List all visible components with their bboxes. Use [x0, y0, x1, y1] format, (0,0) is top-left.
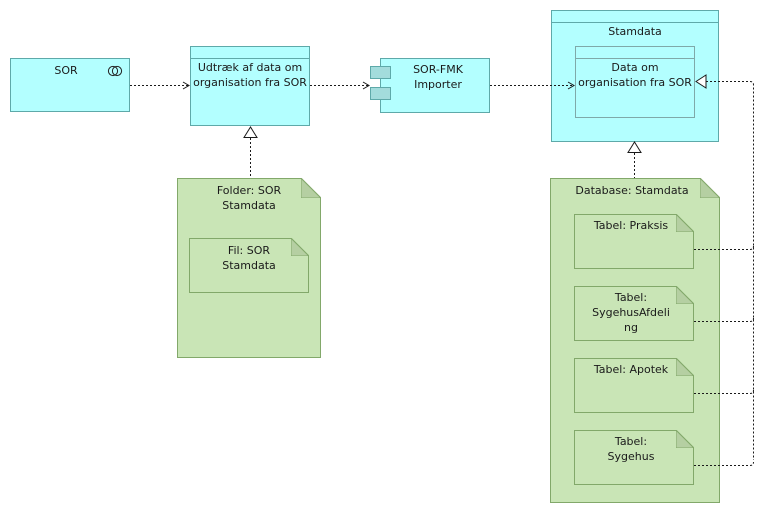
arrowhead-icon	[182, 81, 190, 90]
sor-label: SOR	[54, 64, 78, 77]
realization-triangle-icon	[627, 141, 642, 153]
table-praksis-node[interactable]: Tabel: Praksis	[574, 214, 694, 269]
application-collaboration-icon	[107, 65, 123, 77]
extract-label: Udtræk af data om organisation fra SOR	[193, 61, 307, 89]
table-sygehus-label: Tabel: Sygehus	[607, 435, 655, 463]
folded-corner-icon	[676, 214, 694, 232]
table-apotek-node[interactable]: Tabel: Apotek	[574, 358, 694, 413]
folded-corner-icon	[676, 430, 694, 448]
data-om-header-divider	[576, 58, 694, 59]
fil-label: Fil: SOR Stamdata	[222, 244, 276, 272]
importer-label: SOR-FMK Importer	[413, 63, 463, 91]
fil-node[interactable]: Fil: SOR Stamdata	[189, 238, 309, 293]
arrowhead-icon	[362, 81, 370, 90]
folder-label: Folder: SOR Stamdata	[216, 184, 282, 212]
component-port-icon	[370, 66, 391, 79]
stamdata-label: Stamdata	[608, 25, 662, 38]
table-apotek-label: Tabel: Apotek	[593, 363, 669, 376]
data-om-node[interactable]: Data om organisation fra SOR	[575, 46, 695, 118]
table-praksis-label: Tabel: Praksis	[593, 219, 669, 232]
importer-node[interactable]: SOR-FMK Importer	[380, 58, 490, 113]
database-label: Database: Stamdata	[575, 184, 689, 197]
table-sygehusafdeling-label: Tabel: SygehusAfdeli ng	[592, 291, 670, 334]
stamdata-header-divider	[552, 22, 718, 23]
extract-node[interactable]: Udtræk af data om organisation fra SOR	[190, 46, 310, 126]
folded-corner-icon	[291, 238, 309, 256]
data-om-label: Data om organisation fra SOR	[578, 61, 692, 89]
folded-corner-icon	[676, 286, 694, 304]
table-sygehusafdeling-node[interactable]: Tabel: SygehusAfdeli ng	[574, 286, 694, 341]
folded-corner-icon	[301, 178, 321, 198]
realization-triangle-icon	[243, 126, 258, 138]
component-port-icon	[370, 87, 391, 100]
sor-node[interactable]: SOR	[10, 58, 130, 112]
table-sygehus-node[interactable]: Tabel: Sygehus	[574, 430, 694, 485]
folded-corner-icon	[676, 358, 694, 376]
extract-header-divider	[191, 58, 309, 59]
